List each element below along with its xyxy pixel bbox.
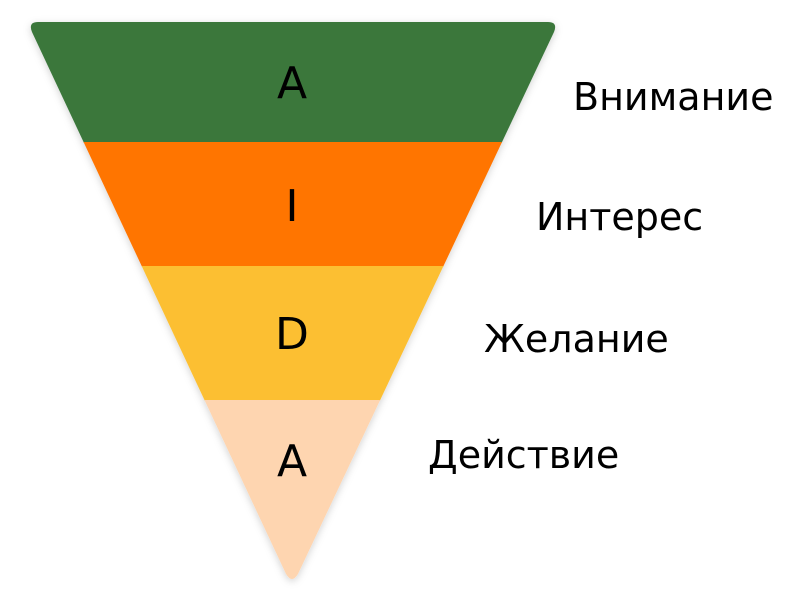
stage-label-desire: Желание (484, 317, 669, 361)
funnel-band-desire (30, 266, 556, 401)
stage-label-attention: Внимание (573, 75, 774, 119)
funnel-band-action (30, 400, 556, 579)
funnel-band-attention (30, 22, 556, 143)
stage-label-action: Действие (428, 433, 620, 477)
stage-letter-interest: I (285, 181, 299, 232)
stage-label-interest: Интерес (536, 195, 704, 239)
stage-letter-desire: D (275, 309, 309, 360)
stage-letter-action: A (276, 436, 308, 487)
stage-letter-attention: A (276, 58, 308, 109)
